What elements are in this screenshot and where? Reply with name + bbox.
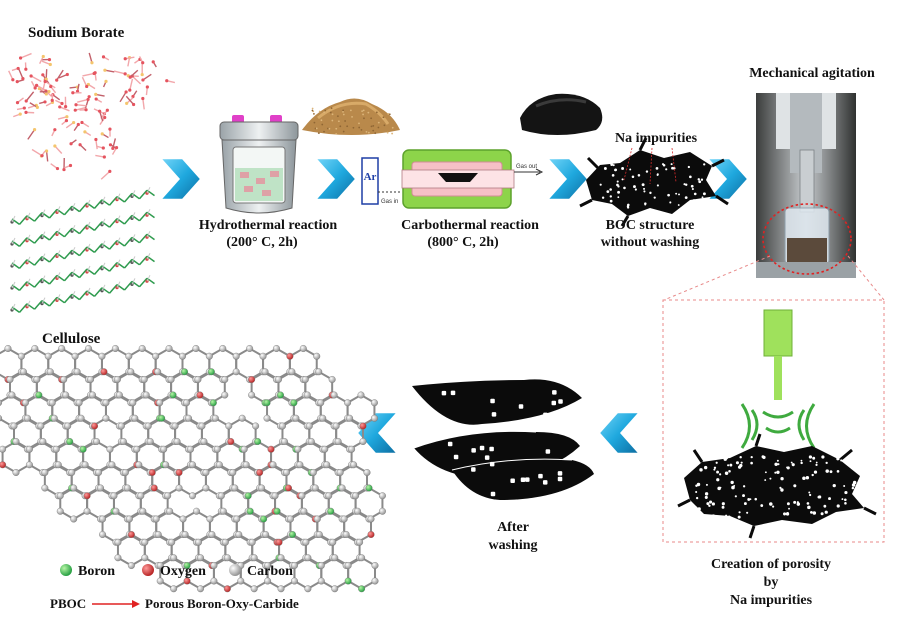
porous-boc-sheet-image <box>677 433 877 539</box>
carbon-legend-icon <box>229 564 241 576</box>
washing-label: washing <box>488 538 537 553</box>
pboc-definition: PBOC Porous Boron-Oxy-Carbide <box>50 596 299 611</box>
gas-out-label: Gas out <box>516 164 537 170</box>
mechanical-agitation-label: Mechanical agitation <box>749 66 875 81</box>
carbothermal-conditions: (800° C, 2h) <box>427 235 499 250</box>
porosity-label: Creation of porosity <box>711 557 831 572</box>
boc-structure-image <box>579 137 729 227</box>
washed-sheets-image <box>412 379 594 500</box>
hydrothermal-autoclave-icon <box>219 115 299 214</box>
zoom-guide-lines <box>662 255 885 543</box>
black-powder-image <box>520 93 603 135</box>
boc-structure-label: BOC structure <box>606 218 695 233</box>
after-label: After <box>497 520 529 535</box>
na-impurities-label: Na impurities <box>615 131 698 146</box>
boc-without-washing-label: without washing <box>601 235 699 250</box>
argon-label: Ar <box>364 171 377 183</box>
pboc-full-name: Porous Boron-Oxy-Carbide <box>145 596 299 611</box>
boron-legend-label: Boron <box>78 564 115 579</box>
tube-furnace-icon <box>361 149 544 209</box>
sodium-borate-crystal-structure <box>8 52 176 180</box>
brown-powder-image <box>302 98 400 135</box>
cellulose-title: Cellulose <box>42 331 101 347</box>
pboc-abbr: PBOC <box>50 596 86 611</box>
atom-legend: Boron Oxygen Carbon <box>60 564 293 579</box>
gas-in-label: Gas in <box>381 199 398 205</box>
carbothermal-label: Carbothermal reaction <box>401 218 539 233</box>
boron-legend-icon <box>60 564 72 576</box>
cellulose-chain-structure <box>10 186 155 314</box>
sonicator-photo <box>756 93 856 278</box>
arrow-head-icon <box>132 600 140 608</box>
porosity-na-label: Na impurities <box>730 593 813 608</box>
arrow-right-icon <box>317 159 355 199</box>
arrow-right-icon <box>549 159 587 199</box>
sodium-borate-title: Sodium Borate <box>28 25 125 41</box>
carbon-legend-label: Carbon <box>247 564 293 579</box>
oxygen-legend-icon <box>142 564 154 576</box>
arrow-right-icon <box>162 159 200 199</box>
porosity-by-label: by <box>764 575 779 590</box>
arrow-left-icon <box>600 413 638 453</box>
hydrothermal-label: Hydrothermal reaction <box>199 218 338 233</box>
hydrothermal-conditions: (200° C, 2h) <box>226 235 298 250</box>
oxygen-legend-label: Oxygen <box>160 564 206 579</box>
pboc-lattice-structure <box>0 345 386 593</box>
ultrasound-probe-icon <box>740 309 816 449</box>
